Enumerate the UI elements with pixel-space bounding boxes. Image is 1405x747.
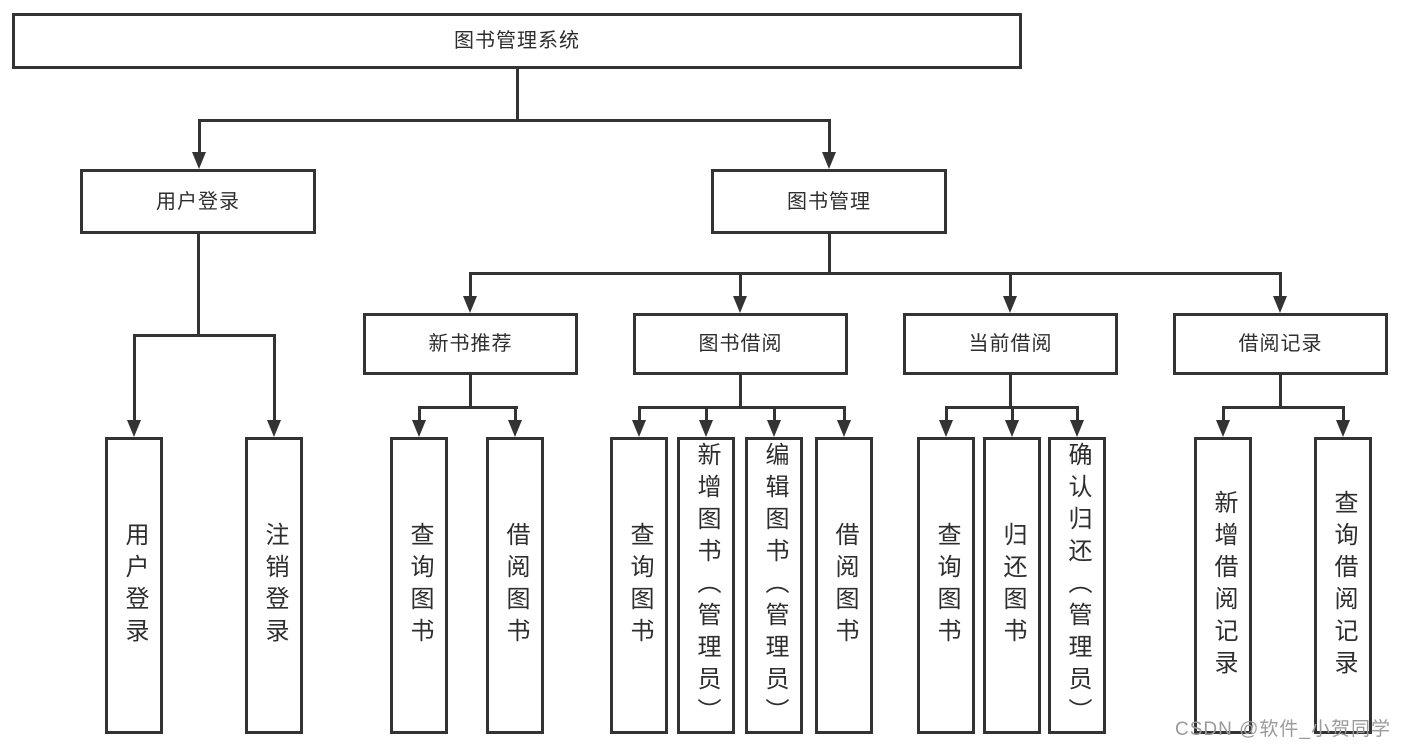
leaf-query-books-current: 查询图书 — [917, 437, 975, 734]
node-label: 图书管理系统 — [454, 30, 580, 52]
leaf-label: 借阅图书 — [502, 521, 529, 650]
arrow-down-icon — [267, 420, 281, 437]
arrow-down-icon — [1273, 296, 1287, 313]
node-current-borrowing: 当前借阅 — [903, 313, 1118, 375]
connector-line — [843, 406, 846, 422]
leaf-label: 编辑图书（管理员） — [761, 441, 788, 730]
connector-line — [273, 334, 276, 423]
arrow-down-icon — [463, 296, 477, 313]
node-library-management-system: 图书管理系统 — [12, 13, 1022, 69]
arrow-down-icon — [699, 420, 713, 437]
leaf-label: 新增借阅记录 — [1210, 489, 1237, 682]
leaf-label: 新增图书（管理员） — [693, 441, 720, 730]
connector-line — [469, 272, 472, 298]
arrow-down-icon — [1005, 420, 1019, 437]
node-borrowing-records: 借阅记录 — [1173, 313, 1388, 375]
connector-line — [1009, 375, 1012, 409]
arrow-down-icon — [192, 152, 206, 169]
connector-line — [828, 234, 831, 275]
connector-line — [198, 119, 201, 155]
node-label: 借阅记录 — [1238, 333, 1323, 355]
connector-line — [133, 334, 276, 337]
leaf-return-books: 归还图书 — [983, 437, 1041, 734]
leaf-label: 注销登录 — [261, 521, 288, 650]
node-book-management: 图书管理 — [711, 169, 947, 234]
node-user-login: 用户登录 — [80, 169, 316, 234]
arrow-down-icon — [1216, 420, 1230, 437]
arrow-down-icon — [733, 296, 747, 313]
connector-line — [469, 272, 1282, 275]
arrow-down-icon — [822, 152, 836, 169]
leaf-label: 确认归还（管理员） — [1064, 441, 1091, 730]
arrow-down-icon — [1070, 420, 1084, 437]
connector-line — [516, 69, 519, 122]
leaf-borrow-books-recommendation: 借阅图书 — [486, 437, 544, 734]
leaf-edit-books-admin: 编辑图书（管理员） — [745, 437, 803, 734]
connector-line — [198, 119, 831, 122]
connector-line — [705, 406, 708, 422]
connector-line — [828, 119, 831, 155]
connector-line — [638, 406, 846, 409]
leaf-label: 用户登录 — [121, 521, 148, 650]
leaf-label: 查询图书 — [933, 521, 960, 650]
arrow-down-icon — [632, 420, 646, 437]
connector-line — [945, 406, 948, 422]
node-label: 图书借阅 — [698, 333, 783, 355]
connector-line — [1222, 406, 1225, 422]
leaf-user-login: 用户登录 — [105, 437, 163, 734]
leaf-logout: 注销登录 — [245, 437, 303, 734]
node-label: 用户登录 — [156, 190, 240, 213]
leaf-confirm-return-admin: 确认归还（管理员） — [1048, 437, 1106, 734]
connector-line — [1279, 272, 1282, 298]
connector-line — [1009, 272, 1012, 298]
leaf-add-books-admin: 新增图书（管理员） — [677, 437, 735, 734]
connector-line — [773, 406, 776, 422]
node-label: 新书推荐 — [428, 333, 513, 355]
leaf-label: 查询图书 — [626, 521, 653, 650]
connector-line — [1076, 406, 1079, 422]
connector-line — [418, 406, 518, 409]
arrow-down-icon — [767, 420, 781, 437]
connector-line — [1279, 375, 1282, 409]
connector-line — [1222, 406, 1345, 409]
leaf-query-books-recommendation: 查询图书 — [390, 437, 448, 734]
leaf-query-books-borrowing: 查询图书 — [610, 437, 668, 734]
node-book-borrowing: 图书借阅 — [633, 313, 848, 375]
watermark: CSDN @软件_小贺同学 — [1175, 719, 1391, 740]
node-label: 当前借阅 — [968, 333, 1053, 355]
node-new-book-recommendation: 新书推荐 — [363, 313, 578, 375]
arrow-down-icon — [127, 420, 141, 437]
connector-line — [638, 406, 641, 422]
connector-line — [197, 234, 200, 337]
arrow-down-icon — [939, 420, 953, 437]
node-label: 图书管理 — [787, 190, 871, 213]
leaf-label: 查询图书 — [406, 521, 433, 650]
arrow-down-icon — [508, 420, 522, 437]
arrow-down-icon — [412, 420, 426, 437]
leaf-query-borrowing-record: 查询借阅记录 — [1314, 437, 1372, 734]
arrow-down-icon — [837, 420, 851, 437]
connector-line — [739, 375, 742, 409]
leaf-label: 归还图书 — [999, 521, 1026, 650]
connector-line — [133, 334, 136, 423]
leaf-label: 借阅图书 — [831, 521, 858, 650]
arrow-down-icon — [1003, 296, 1017, 313]
connector-line — [739, 272, 742, 298]
leaf-label: 查询借阅记录 — [1330, 489, 1357, 682]
connector-line — [1011, 406, 1014, 422]
connector-line — [1342, 406, 1345, 422]
leaf-borrow-books: 借阅图书 — [815, 437, 873, 734]
connector-line — [469, 375, 472, 409]
leaf-add-borrowing-record: 新增借阅记录 — [1194, 437, 1252, 734]
connector-line — [514, 406, 517, 422]
arrow-down-icon — [1336, 420, 1350, 437]
connector-line — [418, 406, 421, 422]
